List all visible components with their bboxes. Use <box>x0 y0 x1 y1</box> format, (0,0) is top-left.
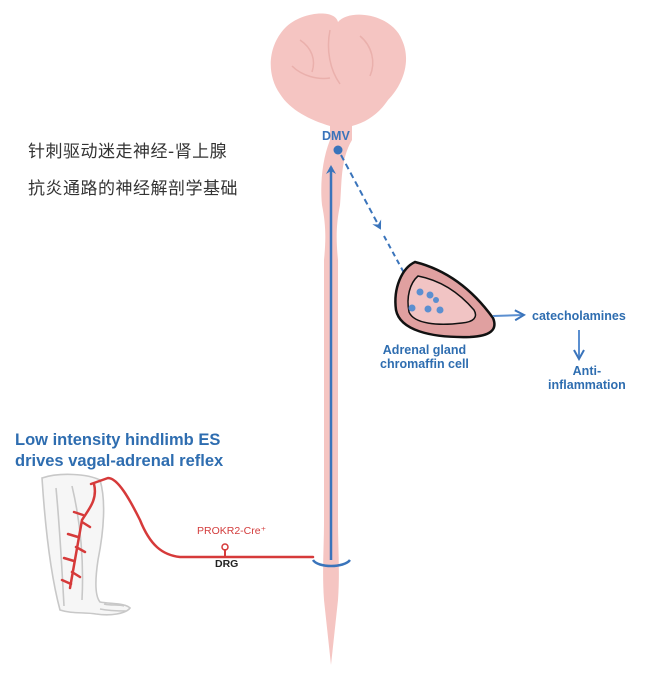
adrenal-output-arrow <box>492 315 523 316</box>
anti-inflammation-label: Anti- inflammation <box>548 364 626 393</box>
brain-shape <box>270 13 407 141</box>
adrenal-label-line2: chromaffin cell <box>380 357 469 372</box>
drg-ganglion-body <box>221 543 229 551</box>
heading-line2: drives vagal-adrenal reflex <box>15 451 224 470</box>
heading-line1: Low intensity hindlimb ES <box>15 431 221 449</box>
chinese-title-line2: 抗炎通路的神经解剖学基础 <box>28 179 238 199</box>
dmv-nucleus-dot <box>333 145 343 155</box>
chinese-title-line1: 针刺驱动迷走神经-肾上腺 <box>28 142 228 162</box>
sensory-nerve-path <box>60 476 315 590</box>
spinal-cord-shape <box>321 140 352 665</box>
dmv-label: DMV <box>322 129 350 143</box>
adrenal-gland-icon <box>394 260 496 339</box>
anti-label-line2: inflammation <box>548 378 626 393</box>
adrenal-label-line1: Adrenal gland <box>382 343 467 357</box>
catecholamines-label: catecholamines <box>532 309 626 323</box>
vagal-efferent-dashed-arrow <box>340 154 382 230</box>
drg-label: DRG <box>215 558 239 570</box>
hindlimb-outline-icon <box>41 473 132 616</box>
adrenal-gland-label: Adrenal gland chromaffin cell <box>380 343 469 372</box>
anti-label-line1: Anti- <box>572 364 602 378</box>
cord-entry-bracket <box>311 559 351 568</box>
prokr2-cre-label: PROKR2-Cre⁺ <box>197 525 267 537</box>
hindlimb-es-heading: Low intensity hindlimb ES drives vagal-a… <box>15 430 223 471</box>
